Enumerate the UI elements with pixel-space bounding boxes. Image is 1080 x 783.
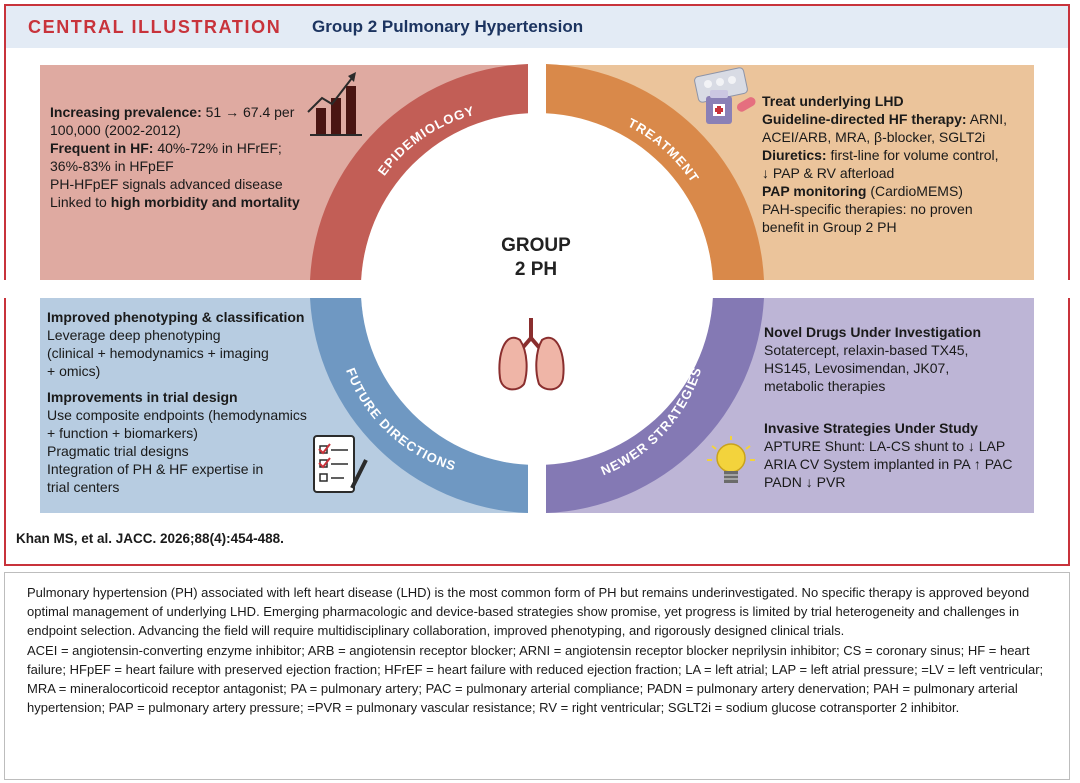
epidemiology-band [310, 64, 528, 280]
quadrant-diagram: EPIDEMIOLOGY TREATMENT FUTURE DIRECTIONS… [40, 64, 1034, 513]
bar-chart-trend-icon [307, 72, 362, 136]
treatment-band [546, 64, 764, 280]
header-bar: CENTRAL ILLUSTRATION Group 2 Pulmonary H… [6, 6, 1068, 48]
future-directions-band [310, 298, 528, 513]
epidemiology-text: Increasing prevalence: 51 → 67.4 per 100… [50, 104, 300, 210]
newer-strategies-text: Novel Drugs Under Investigation Sotaterc… [764, 324, 1013, 490]
newer-strategies-band [546, 298, 764, 513]
lungs-icon [498, 318, 565, 391]
header-label: CENTRAL ILLUSTRATION [28, 17, 282, 37]
pills-icon [694, 67, 756, 124]
checklist-icon [313, 435, 368, 493]
caption-box: Pulmonary hypertension (PH) associated w… [4, 572, 1070, 780]
treatment-text: Treat underlying LHD Guideline-directed … [762, 93, 1008, 235]
caption-text: Pulmonary hypertension (PH) associated w… [27, 585, 1030, 639]
future-directions-text: Improved phenotyping & classification Le… [47, 309, 307, 495]
citation: Khan MS, et al. JACC. 2026;88(4):454-488… [16, 531, 284, 546]
header-title: Group 2 Pulmonary Hypertension [312, 17, 584, 36]
center-label-line2: 2 PH [514, 259, 558, 280]
lightbulb-icon [707, 436, 755, 483]
center-label-line1: GROUP [501, 235, 571, 256]
caption-abbreviations: ACEI = angiotensin-converting enzyme inh… [27, 642, 1044, 716]
